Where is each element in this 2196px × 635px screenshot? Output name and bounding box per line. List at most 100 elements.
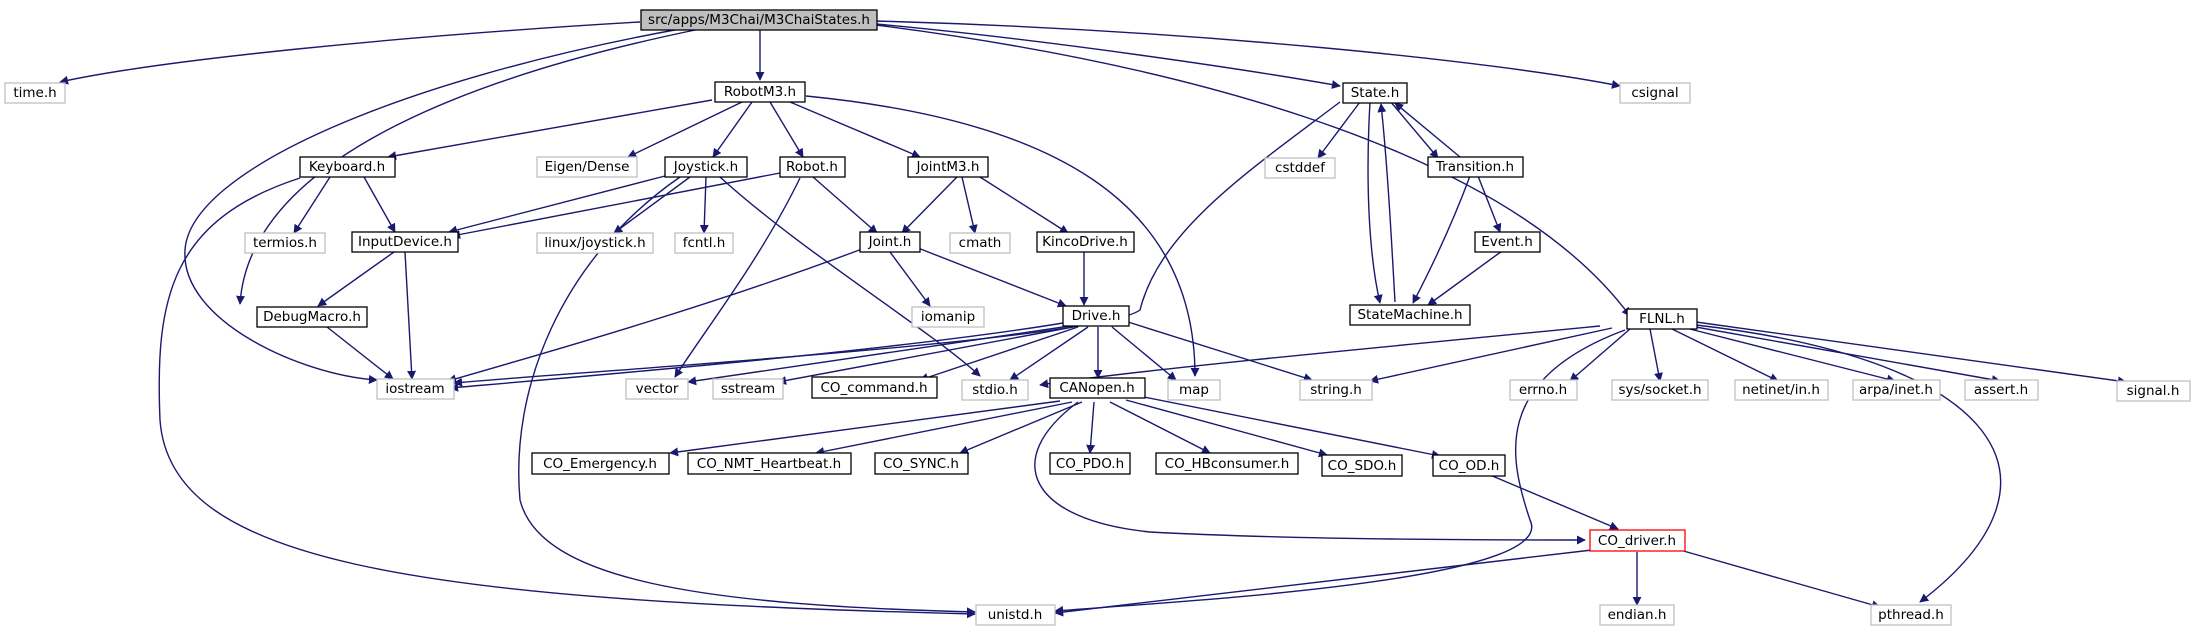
node-signal-h[interactable]: signal.h — [2116, 380, 2191, 402]
node-joystick-h[interactable]: Joystick.h — [664, 156, 748, 178]
edge-robotm3-robot — [769, 101, 804, 158]
edge-canopen-od — [1133, 394, 1441, 459]
edge-robotm3-joystick — [712, 101, 753, 158]
node-map[interactable]: map — [1167, 379, 1221, 401]
edge-statemachine-state — [1377, 103, 1396, 303]
edge-keyboard-inputdevice — [363, 176, 396, 233]
node-co-pdo-h[interactable]: CO_PDO.h — [1049, 452, 1131, 475]
node-assert-h[interactable]: assert.h — [1964, 379, 2039, 401]
edge-jointm3-joint — [901, 176, 958, 234]
node-state-h[interactable]: State.h — [1342, 82, 1408, 104]
node-termios-h[interactable]: termios.h — [244, 232, 326, 254]
node-co-sdo-h[interactable]: CO_SDO.h — [1321, 454, 1403, 477]
node-co-emergency-h[interactable]: CO_Emergency.h — [531, 452, 670, 475]
edge-canopen-hb — [1109, 401, 1211, 454]
node-co-nmt-heartbeat-h[interactable]: CO_NMT_Heartbeat.h — [687, 452, 852, 475]
node-co-sync-h[interactable]: CO_SYNC.h — [874, 452, 969, 475]
node-event-h[interactable]: Event.h — [1474, 231, 1541, 253]
node-cstddef-label: cstddef — [1275, 160, 1326, 176]
node-transition-h[interactable]: Transition.h — [1427, 156, 1524, 178]
node-drive-h[interactable]: Drive.h — [1062, 305, 1130, 327]
node-canopen-h[interactable]: CANopen.h — [1049, 377, 1146, 399]
node-co-command-h[interactable]: CO_command.h — [811, 376, 938, 399]
node-statemachine-h[interactable]: StateMachine.h — [1349, 304, 1471, 326]
node-co-driver-h[interactable]: CO_driver.h — [1589, 529, 1686, 552]
edge-drive-stdio — [1009, 326, 1089, 381]
node-arpa-inet-h[interactable]: arpa/inet.h — [1852, 379, 1941, 401]
node-root[interactable]: src/apps/M3Chai/M3ChaiStates.h — [640, 9, 878, 31]
edge-transition-state — [1394, 102, 1461, 158]
edge-joystick-inputdevice — [448, 175, 666, 235]
node-vector[interactable]: vector — [625, 378, 689, 400]
node-inputdevice-h-label: InputDevice.h — [358, 234, 452, 250]
node-joystick-h-label: Joystick.h — [673, 159, 738, 175]
node-unistd-h-label: unistd.h — [988, 607, 1043, 623]
node-iostream[interactable]: iostream — [376, 378, 455, 400]
node-eigen-dense-label: Eigen/Dense — [545, 159, 630, 175]
node-robotm3-h[interactable]: RobotM3.h — [714, 81, 806, 103]
node-stdio-h[interactable]: stdio.h — [961, 379, 1029, 401]
edge-canopen-nmt — [815, 401, 1073, 456]
node-inputdevice-h[interactable]: InputDevice.h — [351, 231, 459, 253]
edge-flnl-pthread — [1695, 324, 2002, 603]
node-netinet-in-h-label: netinet/in.h — [1742, 382, 1820, 398]
node-sys-socket-h[interactable]: sys/socket.h — [1611, 379, 1709, 401]
edge-drive-iostream — [449, 322, 1064, 392]
node-cmath[interactable]: cmath — [949, 232, 1011, 254]
edge-joint-iomanip — [889, 251, 931, 307]
node-pthread-h[interactable]: pthread.h — [1870, 604, 1952, 626]
node-flnl-h-label: FLNL.h — [1639, 311, 1685, 327]
edge-flnl-syssocket — [1649, 328, 1663, 382]
edge-drive-cocommand — [919, 326, 1079, 382]
node-drive-h-label: Drive.h — [1072, 308, 1121, 324]
edge-flnl-arpa — [1681, 326, 1896, 384]
node-kincodrive-h[interactable]: KincoDrive.h — [1036, 231, 1135, 253]
edge-debugmacro-iostream — [326, 326, 394, 380]
node-sstream[interactable]: sstream — [712, 378, 784, 400]
node-endian-h[interactable]: endian.h — [1599, 604, 1675, 626]
node-iostream-label: iostream — [385, 381, 444, 397]
node-cstddef[interactable]: cstddef — [1264, 157, 1336, 179]
node-errno-h[interactable]: errno.h — [1509, 379, 1578, 401]
node-linux-joystick-h-label: linux/joystick.h — [544, 235, 645, 251]
node-errno-h-label: errno.h — [1519, 382, 1567, 398]
node-endian-h-label: endian.h — [1608, 607, 1667, 623]
node-keyboard-h[interactable]: Keyboard.h — [299, 156, 396, 178]
node-co-driver-h-label: CO_driver.h — [1598, 533, 1676, 549]
node-joint-h[interactable]: Joint.h — [859, 231, 921, 253]
node-fcntl-h[interactable]: fcntl.h — [674, 232, 734, 254]
node-linux-joystick-h[interactable]: linux/joystick.h — [536, 232, 654, 254]
node-co-od-h[interactable]: CO_OD.h — [1432, 454, 1506, 477]
edge-flnl-signal — [1695, 321, 2127, 386]
node-co-hbconsumer-h-label: CO_HBconsumer.h — [1165, 456, 1290, 472]
edge-joystick-unistd — [518, 176, 976, 617]
node-csignal[interactable]: csignal — [1619, 82, 1691, 104]
node-signal-h-label: signal.h — [2127, 383, 2180, 399]
node-iomanip[interactable]: iomanip — [911, 306, 985, 328]
node-transition-h-label: Transition.h — [1435, 159, 1514, 175]
edge-robotm3-eigen — [627, 101, 743, 158]
edge-inputdevice-iostream — [404, 251, 417, 380]
node-co-hbconsumer-h[interactable]: CO_HBconsumer.h — [1155, 452, 1299, 475]
node-statemachine-h-label: StateMachine.h — [1357, 307, 1462, 323]
node-keyboard-h-label: Keyboard.h — [309, 159, 385, 175]
node-debugmacro-h[interactable]: DebugMacro.h — [256, 306, 368, 328]
edge-flnl-netinet — [1669, 327, 1779, 382]
node-jointm3-h[interactable]: JointM3.h — [907, 156, 989, 178]
node-robot-h[interactable]: Robot.h — [779, 156, 846, 178]
edge-cood-codriver — [1489, 474, 1619, 530]
edge-joint-iostream — [447, 248, 863, 384]
node-time-h[interactable]: time.h — [4, 82, 66, 104]
node-vector-label: vector — [636, 381, 679, 397]
node-co-sdo-h-label: CO_SDO.h — [1328, 458, 1397, 474]
node-kincodrive-h-label: KincoDrive.h — [1042, 234, 1128, 250]
edge-flnl-stdio — [1039, 325, 1601, 389]
node-unistd-h[interactable]: unistd.h — [975, 604, 1056, 626]
node-string-h[interactable]: string.h — [1299, 379, 1373, 401]
edge-codriver-unistd — [1054, 549, 1593, 617]
edge-robotm3-keyboard — [387, 99, 713, 161]
node-eigen-dense[interactable]: Eigen/Dense — [536, 156, 638, 178]
node-netinet-in-h[interactable]: netinet/in.h — [1734, 379, 1829, 401]
node-flnl-h[interactable]: FLNL.h — [1626, 308, 1698, 330]
edge-joystick-fcntl — [699, 176, 709, 234]
